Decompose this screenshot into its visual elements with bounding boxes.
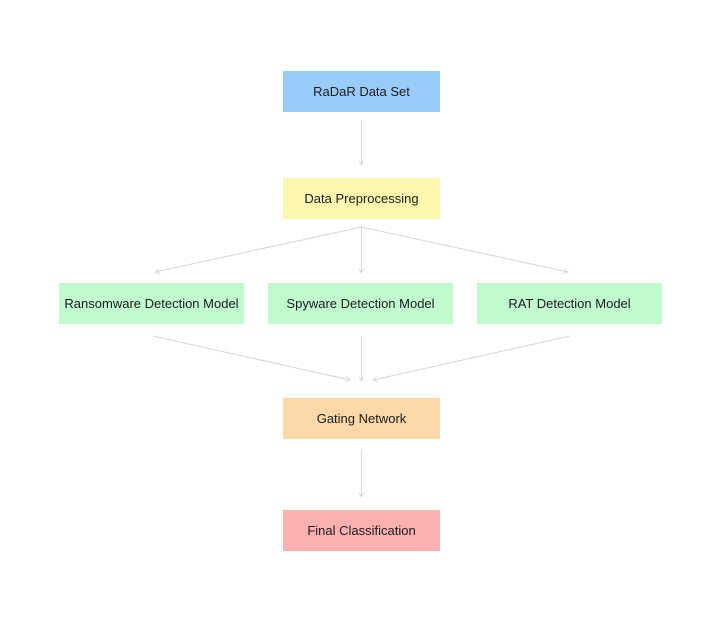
node-radar-data-set: RaDaR Data Set bbox=[283, 71, 440, 112]
node-ransomware-detection-model: Ransomware Detection Model bbox=[59, 283, 244, 324]
edge-rat-to-gating bbox=[372, 335, 571, 383]
node-spyware-detection-model: Spyware Detection Model bbox=[268, 283, 453, 324]
node-data-preprocessing: Data Preprocessing bbox=[283, 178, 440, 219]
node-rat-detection-model: RAT Detection Model bbox=[477, 283, 662, 324]
node-gating-network: Gating Network bbox=[283, 398, 440, 439]
edge-preprocessing-to-rat bbox=[361, 226, 569, 275]
node-final-classification: Final Classification bbox=[283, 510, 440, 551]
edge-ransomware-to-gating bbox=[152, 335, 351, 383]
edge-preprocessing-to-ransomware bbox=[154, 226, 362, 275]
